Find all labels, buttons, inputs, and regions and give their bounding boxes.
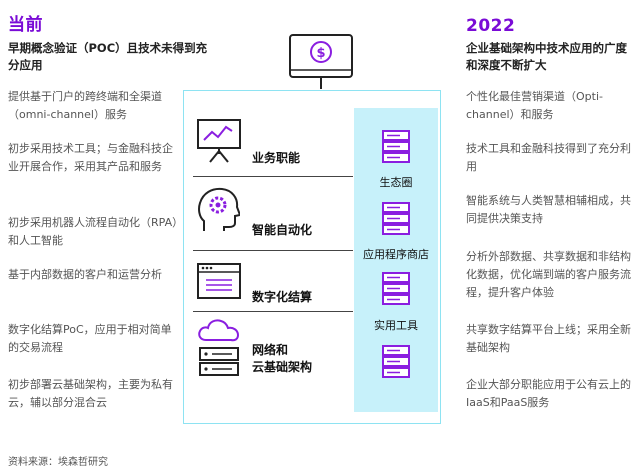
server-rack-icon: [382, 202, 410, 235]
right-item: 个性化最佳营销渠道（Opti-channel）和服务: [466, 90, 603, 121]
panel-label-app-store: 应用程序商店: [363, 248, 429, 261]
right-item: 分析外部数据、共享数据和非结构化数据，优化端到端的客户服务流程，提升客户体验: [466, 250, 631, 299]
left-item: 初步采用技术工具；与金融科技企业开展合作，采用其产品和服务: [8, 142, 173, 173]
category-business-functions: 业务职能: [252, 151, 301, 165]
separator: [193, 176, 353, 177]
cloud-server-icon: [198, 319, 240, 376]
right-column-title: 2022: [466, 16, 516, 36]
left-column-subtitle: 早期概念验证（POC）且技术未得到充分应用: [8, 41, 208, 72]
server-rack-icon: [382, 345, 410, 378]
right-item: 技术工具和金融科技得到了充分利用: [466, 142, 631, 173]
presentation-board-icon: [197, 119, 241, 163]
category-cloud-infrastructure: 云基础架构: [252, 360, 313, 374]
left-item: 提供基于门户的跨终端和全渠道（omni-channel）服务: [8, 90, 162, 121]
svg-text:$: $: [316, 46, 325, 61]
separator: [193, 311, 353, 312]
right-column-subtitle: 企业基础架构中技术应用的广度和深度不断扩大: [466, 41, 627, 72]
panel-label-ecosystem: 生态圈: [379, 176, 413, 189]
left-item: 初步采用机器人流程自动化（RPA）和人工智能: [8, 216, 178, 247]
source-note: 资料来源：埃森哲研究: [8, 457, 108, 468]
server-rack-icon: [382, 272, 410, 305]
ai-head-gear-icon: [198, 187, 240, 231]
right-item: 共享数字结算平台上线；采用全新基础架构: [466, 323, 631, 354]
dollar-monitor-icon: $: [289, 34, 353, 89]
category-network: 网络和: [252, 343, 289, 357]
server-rack-icon: [382, 130, 410, 163]
left-column-title: 当前: [8, 15, 43, 35]
left-item: 初步部署云基础架构，主要为私有云，辅以部分混合云: [8, 378, 173, 409]
right-item: 智能系统与人类智慧相辅相成，共同提供决策支持: [466, 194, 631, 225]
left-item: 数字化结算PoC，应用于相对简单的交易流程: [8, 323, 172, 354]
left-item: 基于内部数据的客户和运营分析: [8, 268, 162, 281]
panel-label-utilities: 实用工具: [374, 319, 418, 332]
browser-window-icon: [197, 263, 241, 299]
right-item: 企业大部分职能应用于公有云上的IaaS和PaaS服务: [466, 378, 631, 409]
category-intelligent-automation: 智能自动化: [252, 223, 313, 237]
separator: [193, 250, 353, 251]
category-digital-settlement: 数字化结算: [252, 290, 313, 304]
